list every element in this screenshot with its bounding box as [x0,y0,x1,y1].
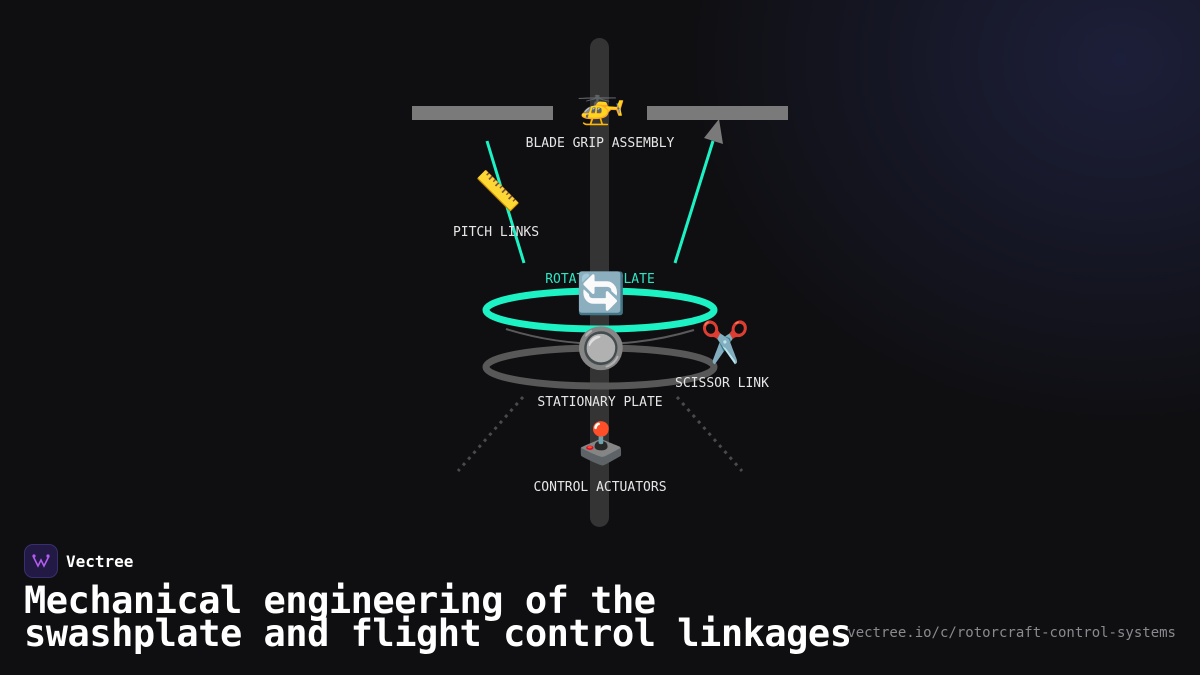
brand[interactable]: Vectree [24,544,133,578]
actuator-line-right [675,396,744,472]
scissor-link-label: SCISSOR LINK [675,376,769,391]
radio-button-icon: 🔘 [576,326,626,372]
source-url[interactable]: vectree.io/c/rotorcraft-control-systems [847,625,1176,641]
blade-grip-label: BLADE GRIP ASSEMBLY [526,136,675,151]
helicopter-icon: 🚁 [576,81,626,127]
vectree-logo-icon [24,544,58,578]
blade-grip-left [412,106,553,120]
pitch-links-label: PITCH LINKS [453,225,539,240]
rotating-plate-label: ROTATING PLATE [545,272,655,287]
page-title: Mechanical engineering of the swashplate… [24,579,852,655]
blade-grip-right [647,106,788,120]
pitch-link-left [485,140,526,264]
joystick-icon: 🕹️ [576,421,626,467]
stationary-plate [482,344,718,390]
main-rotor-shaft [590,38,609,527]
ruler-icon: 📏 [474,169,522,213]
pitch-link-right [673,140,715,264]
actuator-line-left [456,396,525,472]
scissors-icon: ✂️ [700,320,750,366]
scissor-link-curve [505,328,695,345]
control-actuators-label: CONTROL ACTUATORS [533,480,666,495]
rotating-plate [482,287,718,333]
brand-name: Vectree [66,551,134,571]
stationary-plate-label: STATIONARY PLATE [537,395,662,410]
rotate-icon: 🔄 [576,271,626,317]
pitch-link-arrowhead [704,119,723,144]
